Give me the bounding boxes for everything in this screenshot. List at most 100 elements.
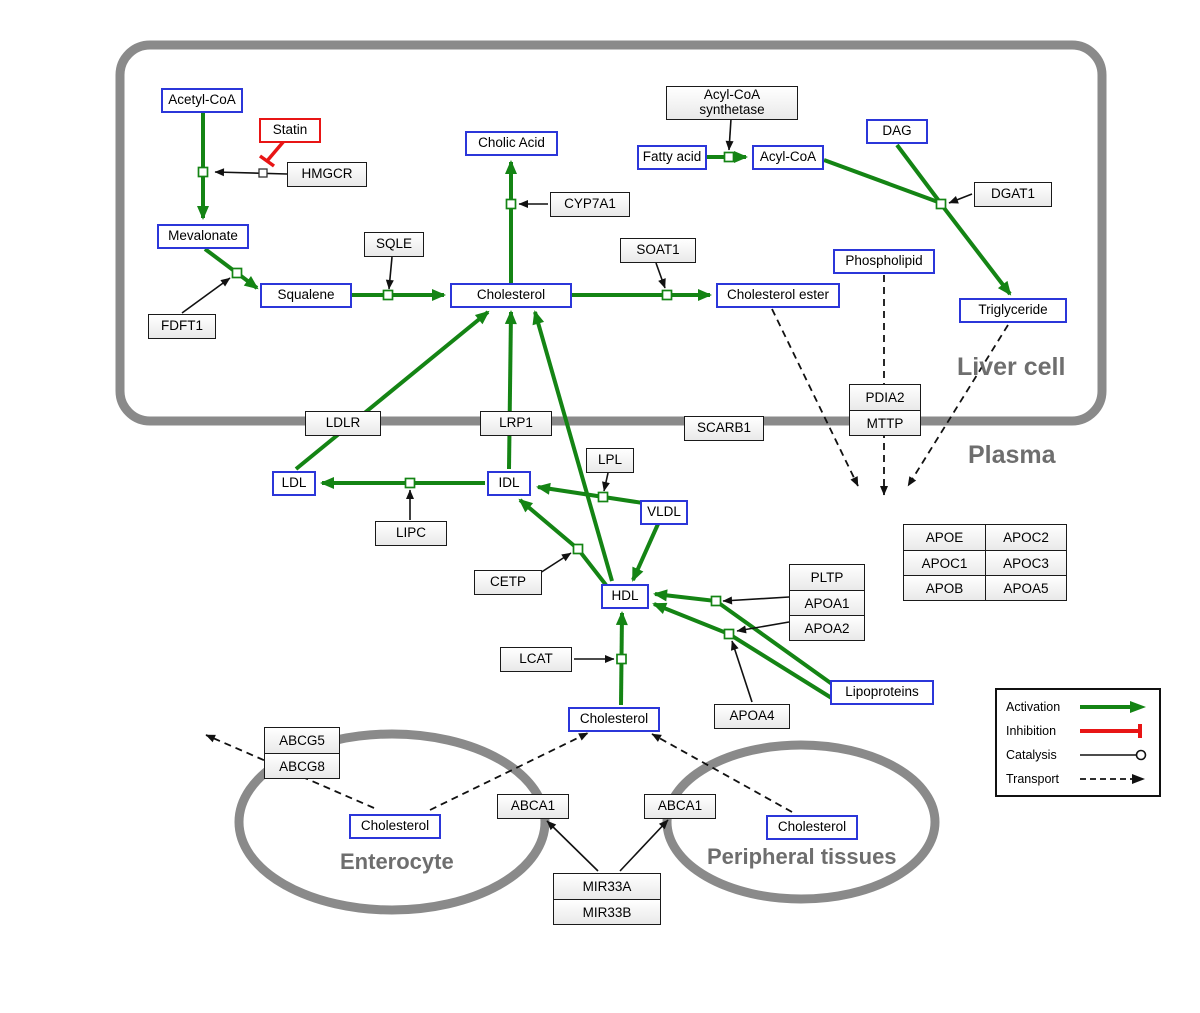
node-mevalonate[interactable]: Mevalonate	[157, 224, 249, 249]
legend-row-activation: Activation	[1006, 697, 1150, 716]
node-cetp[interactable]: CETP	[474, 570, 542, 595]
catalysis-apoa1	[736, 621, 790, 634]
catalysis-sqle	[385, 256, 394, 290]
legend-inhibition-label: Inhibition	[1006, 723, 1057, 738]
node-acyl-coa-synthetase[interactable]: Acyl-CoA synthetase	[666, 86, 798, 120]
node-abca1-left[interactable]: ABCA1	[497, 794, 569, 819]
node-vldl[interactable]: VLDL	[640, 500, 688, 525]
enterocyte-outline	[234, 729, 550, 915]
node-hmgcr[interactable]: HMGCR	[287, 162, 367, 187]
node-pltp[interactable]: PLTP	[790, 565, 864, 590]
inhibition-statin-line	[265, 139, 286, 163]
inhibition-target-node	[258, 168, 268, 178]
node-idl[interactable]: IDL	[487, 471, 531, 496]
reaction-node	[404, 477, 416, 489]
node-cholesterol-ester[interactable]: Cholesterol ester	[716, 283, 840, 308]
node-mir33b[interactable]: MIR33B	[554, 899, 660, 924]
node-abcg8[interactable]: ABCG8	[265, 753, 339, 778]
node-abcg5[interactable]: ABCG5	[265, 728, 339, 753]
node-cholic-acid[interactable]: Cholic Acid	[465, 131, 558, 156]
catalysis-apoa4	[731, 640, 753, 703]
reaction-node	[197, 166, 209, 178]
node-cholesterol-peripheral[interactable]: Cholesterol	[766, 815, 858, 840]
reaction-node	[935, 198, 947, 210]
transport-cholesterol-abca1-left	[429, 732, 589, 811]
node-cyp7a1[interactable]: CYP7A1	[550, 192, 630, 217]
transport-triglyceride-plasma	[907, 324, 1009, 487]
node-apoe[interactable]: APOE	[904, 525, 985, 550]
node-fatty-acid[interactable]: Fatty acid	[637, 145, 707, 170]
edge-dgat1-triglyceride	[939, 202, 1012, 296]
node-acyl-coa[interactable]: Acyl-CoA	[752, 145, 824, 170]
node-cholesterol-enterocyte[interactable]: Cholesterol	[349, 814, 441, 839]
reaction-node	[723, 628, 735, 640]
node-mir33a[interactable]: MIR33A	[554, 874, 660, 899]
node-acetyl-coa[interactable]: Acetyl-CoA	[161, 88, 243, 113]
inhibition-edge	[258, 139, 286, 168]
node-cholesterol-plasma[interactable]: Cholesterol	[568, 707, 660, 732]
catalysis-edges	[181, 118, 973, 872]
edge-vldl-hdl	[631, 523, 660, 582]
node-phospholipid[interactable]: Phospholipid	[833, 249, 935, 274]
catalysis-lpl	[602, 472, 610, 492]
reaction-node	[572, 543, 584, 555]
node-cholesterol-liver[interactable]: Cholesterol	[450, 283, 572, 308]
reaction-node	[616, 653, 627, 665]
plasma-label: Plasma	[968, 441, 1056, 469]
group-abcg5-abcg8: ABCG5 ABCG8	[264, 727, 340, 779]
catalysis-fdft1	[181, 277, 231, 314]
node-statin[interactable]: Statin	[259, 118, 321, 143]
node-ldl[interactable]: LDL	[272, 471, 316, 496]
catalysis-pltp	[722, 596, 790, 605]
node-apoa1[interactable]: APOA1	[790, 590, 864, 615]
edge-acylcoa-dgat1	[823, 158, 939, 204]
enterocyte-label: Enterocyte	[340, 849, 454, 874]
reaction-node	[661, 289, 673, 301]
catalysis-dgat1	[948, 193, 973, 204]
legend-row-inhibition: Inhibition	[1006, 721, 1150, 740]
liver-cell-label: Liver cell	[957, 353, 1066, 381]
node-apoc1[interactable]: APOC1	[904, 550, 985, 575]
node-scarb1[interactable]: SCARB1	[684, 416, 764, 441]
node-lrp1[interactable]: LRP1	[480, 411, 552, 436]
compartment-shapes	[115, 40, 1107, 915]
reaction-node	[505, 198, 517, 210]
catalysis-acylcoa-synthetase	[725, 118, 734, 151]
edge-hdl-cholesterol	[532, 310, 614, 582]
edge-mevalonate-squalene	[203, 247, 259, 290]
reaction-node	[723, 151, 735, 163]
node-fdft1[interactable]: FDFT1	[148, 314, 216, 339]
node-lpl[interactable]: LPL	[586, 448, 634, 473]
node-ldlr[interactable]: LDLR	[305, 411, 381, 436]
node-apoc2[interactable]: APOC2	[985, 525, 1066, 550]
peripheral-tissues-label: Peripheral tissues	[707, 844, 897, 869]
node-pdia2[interactable]: PDIA2	[850, 385, 920, 410]
node-squalene[interactable]: Squalene	[260, 283, 352, 308]
catalysis-soat1	[655, 262, 666, 289]
group-pdia2-mttp: PDIA2 MTTP	[849, 384, 921, 436]
transport-cholesterylester-plasma	[771, 308, 859, 487]
acyl-coa-synthetase-line1: Acyl-CoA	[703, 87, 761, 103]
node-triglyceride[interactable]: Triglyceride	[959, 298, 1067, 323]
node-mttp[interactable]: MTTP	[850, 410, 920, 435]
node-apoa2[interactable]: APOA2	[790, 615, 864, 640]
node-hdl[interactable]: HDL	[601, 584, 649, 609]
node-lipc[interactable]: LIPC	[375, 521, 447, 546]
edge-dag-dgat1	[895, 143, 941, 203]
node-dgat1[interactable]: DGAT1	[974, 182, 1052, 207]
legend: Activation Inhibition Catalysis Transpor…	[995, 688, 1161, 797]
regulation-mir33-abca1-left	[546, 820, 599, 872]
node-lipoproteins[interactable]: Lipoproteins	[830, 680, 934, 705]
node-apob[interactable]: APOB	[904, 575, 985, 600]
node-lcat[interactable]: LCAT	[500, 647, 572, 672]
node-apoc3[interactable]: APOC3	[985, 550, 1066, 575]
node-apoa5[interactable]: APOA5	[985, 575, 1066, 600]
node-sqle[interactable]: SQLE	[364, 232, 424, 257]
node-abca1-right[interactable]: ABCA1	[644, 794, 716, 819]
node-dag[interactable]: DAG	[866, 119, 928, 144]
node-soat1[interactable]: SOAT1	[620, 238, 696, 263]
legend-row-transport: Transport	[1006, 769, 1150, 788]
activation-edges-plain	[823, 143, 941, 204]
reaction-node	[710, 595, 722, 607]
node-apoa4[interactable]: APOA4	[714, 704, 790, 729]
